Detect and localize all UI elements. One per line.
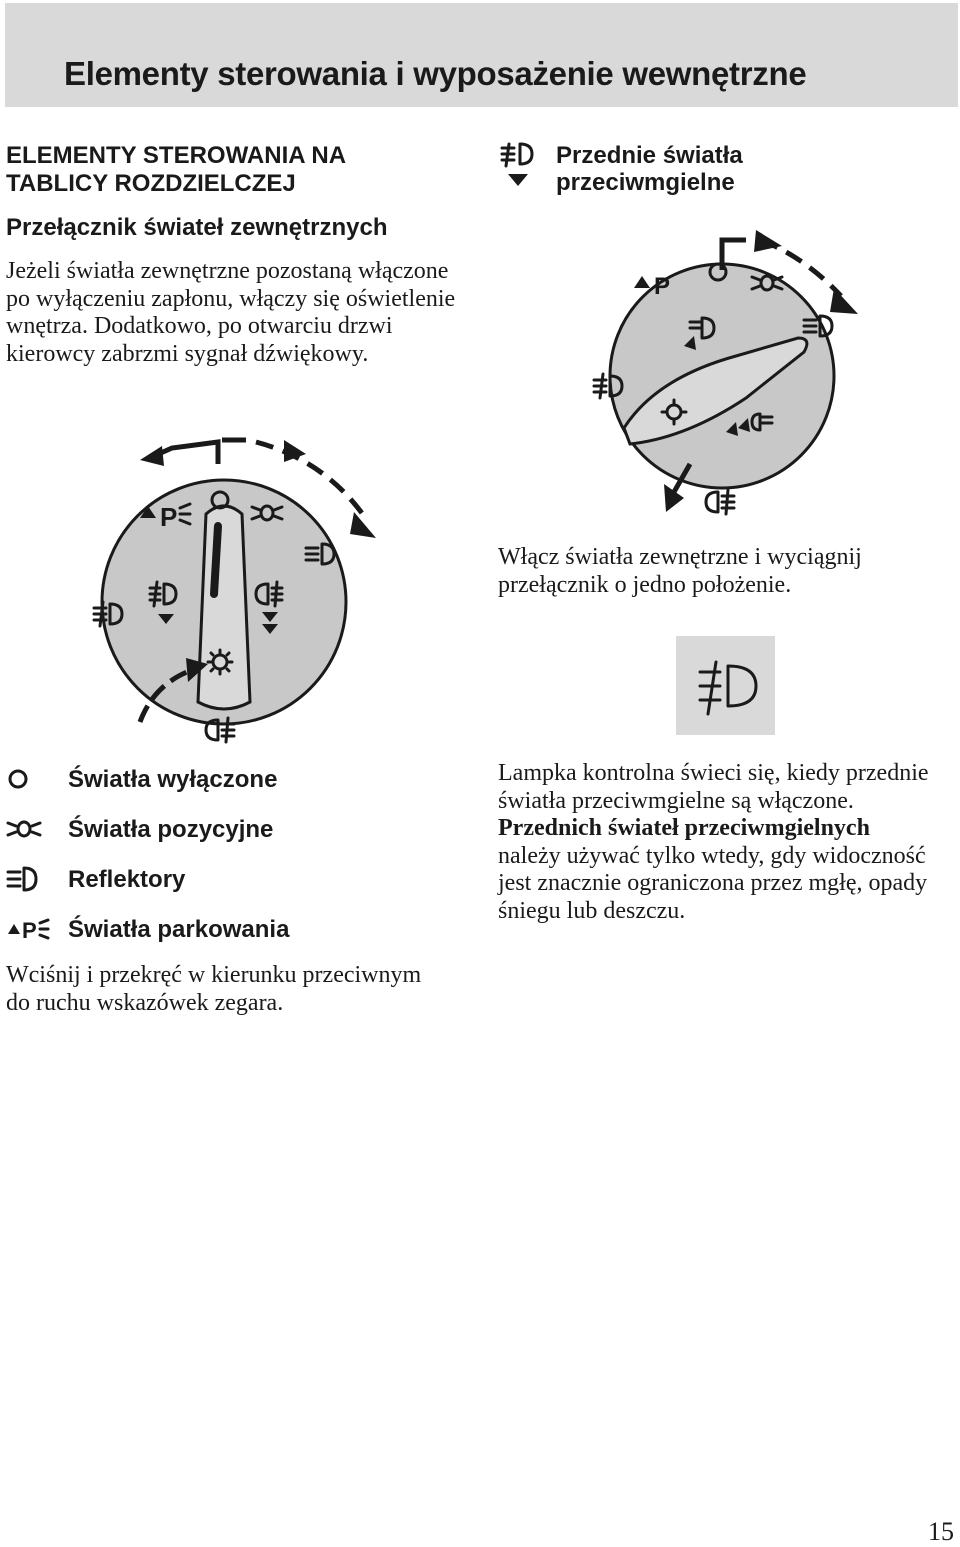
circle-off-icon — [8, 769, 28, 789]
indicator-text-2: należy używać tylko wtedy, gdy widocznoś… — [498, 842, 928, 924]
svg-text:P: P — [22, 918, 37, 943]
indicator-paragraph: Lampka kontrolna świeci się, kiedy przed… — [498, 760, 938, 925]
page-number: 15 — [928, 1517, 954, 1546]
legend-label: Światła wyłączone — [68, 766, 278, 793]
rear-fog-mark — [704, 488, 736, 516]
legend-label: Światła parkowania — [68, 916, 290, 943]
knob-pointer — [196, 504, 252, 711]
legend-label: Światła pozycyjne — [68, 816, 274, 843]
indicator-text-1: Lampka kontrolna świeci się, kiedy przed… — [498, 760, 929, 814]
sub-heading: Przełącznik świateł zewnętrznych — [6, 214, 388, 241]
headlamp-mark — [802, 314, 834, 338]
side-lights-icon — [6, 820, 42, 838]
fog-indicator-box — [676, 636, 775, 735]
side-lights-mark — [750, 274, 784, 292]
front-fog-lamp-icon — [500, 142, 534, 186]
section-heading: ELEMENTY STEROWANIA NA TABLICY ROZDZIELC… — [6, 142, 346, 197]
legend-label: Reflektory — [68, 866, 186, 893]
indicator-bold-text: Przednich świateł przeciwmgielnych — [498, 815, 870, 841]
front-fog-mark — [592, 372, 624, 400]
fog-warning-lamp-icon — [698, 660, 758, 716]
light-switch-diagram: P — [92, 437, 376, 744]
svg-text:P: P — [160, 502, 177, 532]
page-title: Elementy sterowania i wyposażenie wewnęt… — [64, 55, 807, 92]
intro-paragraph: Jeżeli światła zewnętrzne pozostaną włąc… — [6, 258, 456, 367]
off-mark — [708, 262, 728, 282]
header-band — [5, 3, 958, 107]
parking-label: P — [654, 273, 670, 300]
headlamp-icon — [6, 866, 38, 892]
fog-switch-diagram: P — [592, 230, 858, 516]
rotate-instruction: Wciśnij i przekręć w kierunku przeciwnym… — [6, 962, 422, 1016]
fog-heading: Przednie światła przeciwmgielne — [556, 142, 743, 196]
parking-lights-icon: P — [8, 918, 50, 943]
fog-instruction: Włącz światła zewnętrzne i wyciągnij prz… — [498, 544, 862, 598]
